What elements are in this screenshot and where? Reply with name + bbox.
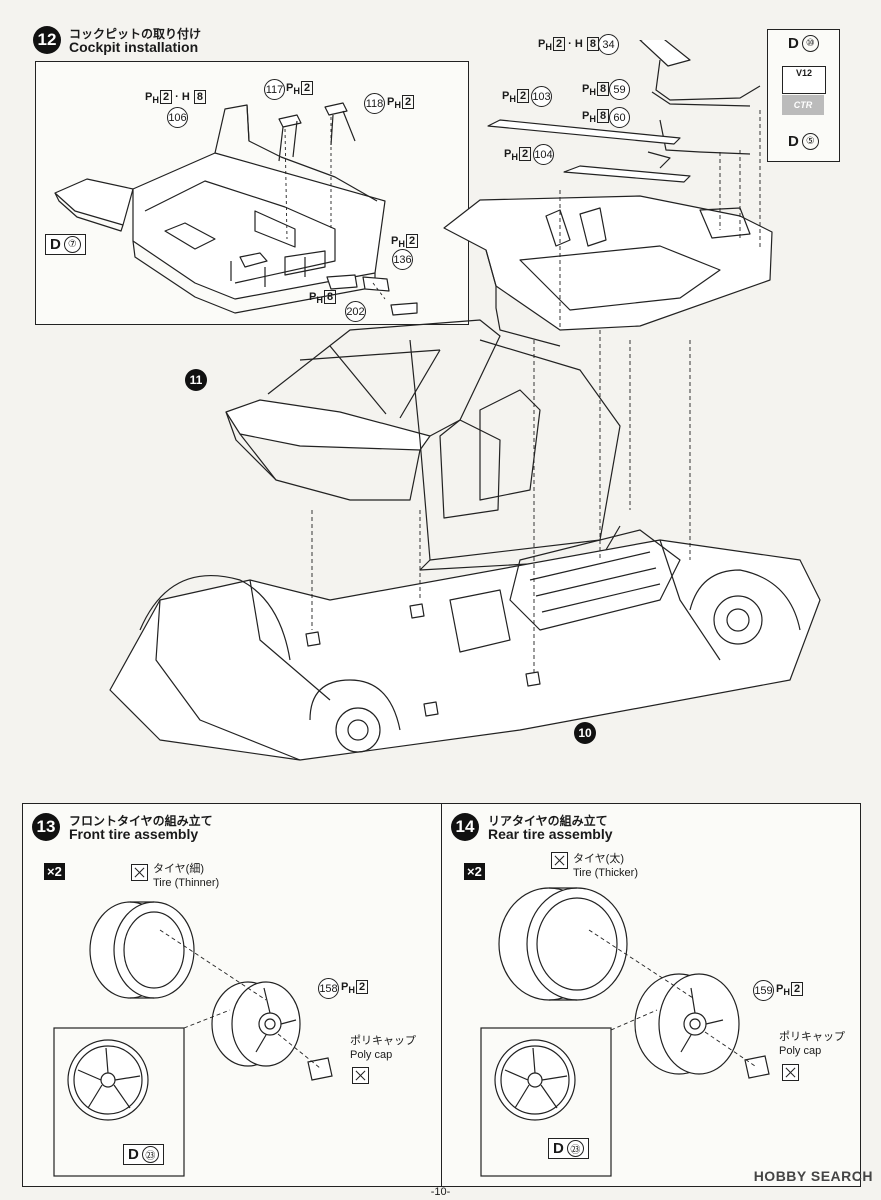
sub-assembly-10-label: 10 xyxy=(574,722,596,744)
step-12-number: 12 xyxy=(33,26,61,54)
step-12-title-jp: コックピットの取り付け xyxy=(69,27,202,41)
part-103-label: 103 xyxy=(531,86,552,107)
rear-tire-drawing xyxy=(480,887,770,1177)
v12-badge-decal: V12 xyxy=(782,66,826,94)
hobby-search-watermark: HOBBY SEARCH xyxy=(753,1168,873,1184)
rear-tire-label-en: Tire (Thicker) xyxy=(573,867,638,879)
rear-poly-cap-label-jp: ポリキャップ xyxy=(779,1031,845,1043)
cockpit-tub-inset-drawing xyxy=(54,102,418,316)
step-14-title-jp: リアタイヤの組み立て xyxy=(488,814,608,828)
front-poly-cap-label-en: Poly cap xyxy=(350,1049,393,1061)
step-13-multiplier: ×2 xyxy=(44,863,65,880)
front-tire-label-jp: タイヤ(細) xyxy=(153,863,204,875)
front-tire-label-en: Tire (Thinner) xyxy=(153,877,220,889)
step-12-title-en: Cockpit installation xyxy=(69,39,199,55)
part-34-label: 34 xyxy=(598,34,619,55)
ctr-badge-decal: CTR xyxy=(782,95,824,115)
part-106-label: 106 xyxy=(167,107,188,128)
step-13-title-jp: フロントタイヤの組み立て xyxy=(69,814,213,828)
part-60-label: 60 xyxy=(609,107,630,128)
step-13-title-en: Front tire assembly xyxy=(69,826,199,842)
part-158-label: 158 xyxy=(318,978,339,999)
front-tire-drawing xyxy=(53,901,333,1177)
poly-cap-icon xyxy=(782,1064,799,1081)
rubber-tire-icon xyxy=(551,852,568,869)
step-13-number: 13 xyxy=(32,813,60,841)
part-118-label: 118 xyxy=(364,93,385,114)
part-202-label: 202 xyxy=(345,301,366,322)
step-14-multiplier: ×2 xyxy=(464,863,485,880)
part-136-label: 136 xyxy=(392,249,413,270)
step-14-number: 14 xyxy=(451,813,479,841)
rear-poly-cap-label-en: Poly cap xyxy=(779,1045,822,1057)
part-117-label: 117 xyxy=(264,79,285,100)
page-number: -10- xyxy=(430,1186,451,1198)
poly-cap-icon xyxy=(352,1067,369,1084)
front-poly-cap-label-jp: ポリキャップ xyxy=(350,1035,416,1047)
car-assembly-drawing xyxy=(109,40,821,761)
sub-assembly-11-label: 11 xyxy=(185,369,207,391)
part-104-label: 104 xyxy=(533,144,554,165)
rear-tire-label-jp: タイヤ(太) xyxy=(573,853,624,865)
part-159-label: 159 xyxy=(753,980,774,1001)
part-59-label: 59 xyxy=(609,79,630,100)
step-14-title-en: Rear tire assembly xyxy=(488,826,613,842)
rubber-tire-icon xyxy=(131,864,148,881)
